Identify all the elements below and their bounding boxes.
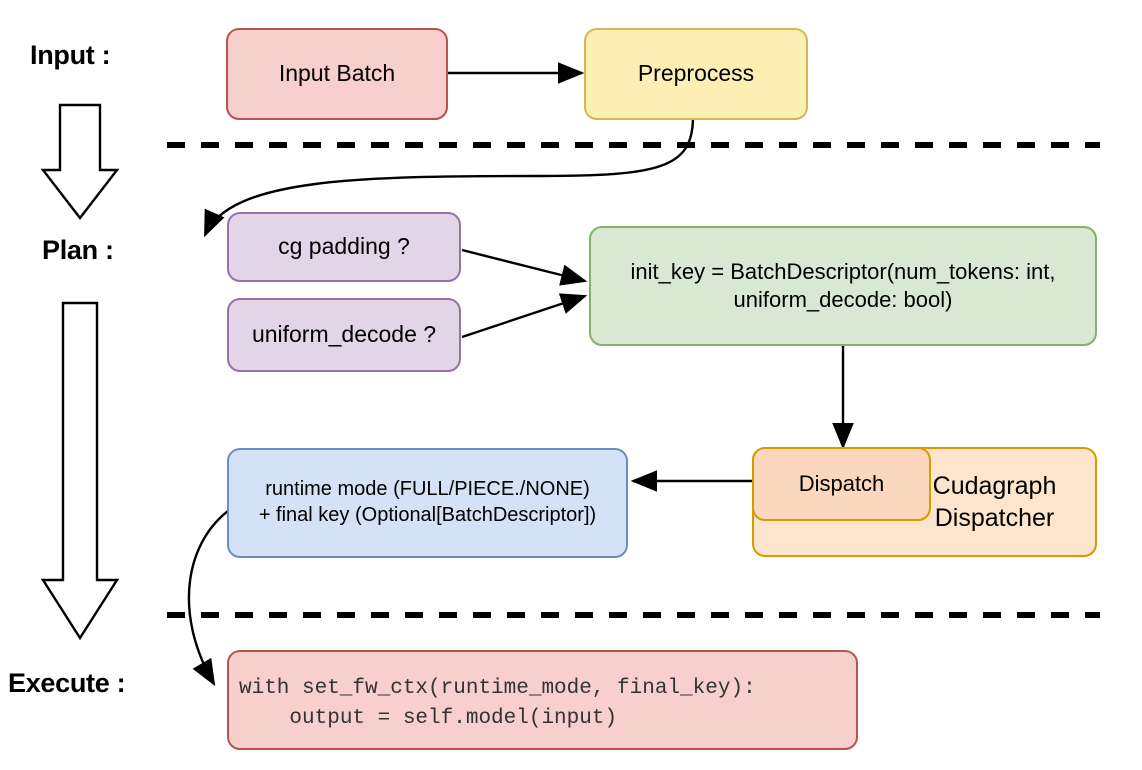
node-runtime-mode-line1: runtime mode (FULL/PIECE./NONE) — [265, 478, 590, 501]
node-cg-padding[interactable]: cg padding ? — [227, 212, 461, 282]
node-init-key[interactable]: init_key = BatchDescriptor(num_tokens: i… — [589, 226, 1097, 346]
code-line-2: output = self.model(input) — [239, 707, 618, 731]
block-arrow-plan-to-execute — [40, 301, 120, 641]
node-dispatch[interactable]: Dispatch — [752, 447, 931, 521]
arrow-uniform-decode-to-init-key — [461, 293, 588, 339]
node-init-key-line1: init_key = BatchDescriptor(num_tokens: i… — [630, 258, 1056, 284]
node-runtime-mode-line2: + final key (Optional[BatchDescriptor]) — [258, 504, 597, 526]
code-line-1: with set_fw_ctx(runtime_mode, final_key)… — [239, 677, 756, 700]
node-input-batch[interactable]: Input Batch — [226, 28, 448, 120]
stage-label-input: Input : — [30, 40, 111, 70]
node-init-key-line2: uniform_decode: bool) — [733, 287, 953, 312]
node-execute-code-block[interactable]: with set_fw_ctx(runtime_mode, final_key)… — [227, 650, 858, 750]
stage-label-plan: Plan : — [42, 235, 114, 265]
arrow-runtime-mode-to-code — [187, 507, 233, 687]
arrow-cg-padding-to-init-key — [461, 248, 588, 286]
stage-label-execute: Execute : — [8, 668, 126, 698]
node-cudagraph-dispatcher-line1: Cudagraph — [932, 472, 1057, 500]
node-uniform-decode[interactable]: uniform_decode ? — [227, 298, 461, 372]
node-cudagraph-dispatcher-line2: Dispatcher — [934, 504, 1055, 532]
node-runtime-mode[interactable]: runtime mode (FULL/PIECE./NONE) + final … — [227, 448, 628, 558]
node-preprocess[interactable]: Preprocess — [584, 28, 808, 120]
block-arrow-input-to-plan — [40, 103, 120, 220]
